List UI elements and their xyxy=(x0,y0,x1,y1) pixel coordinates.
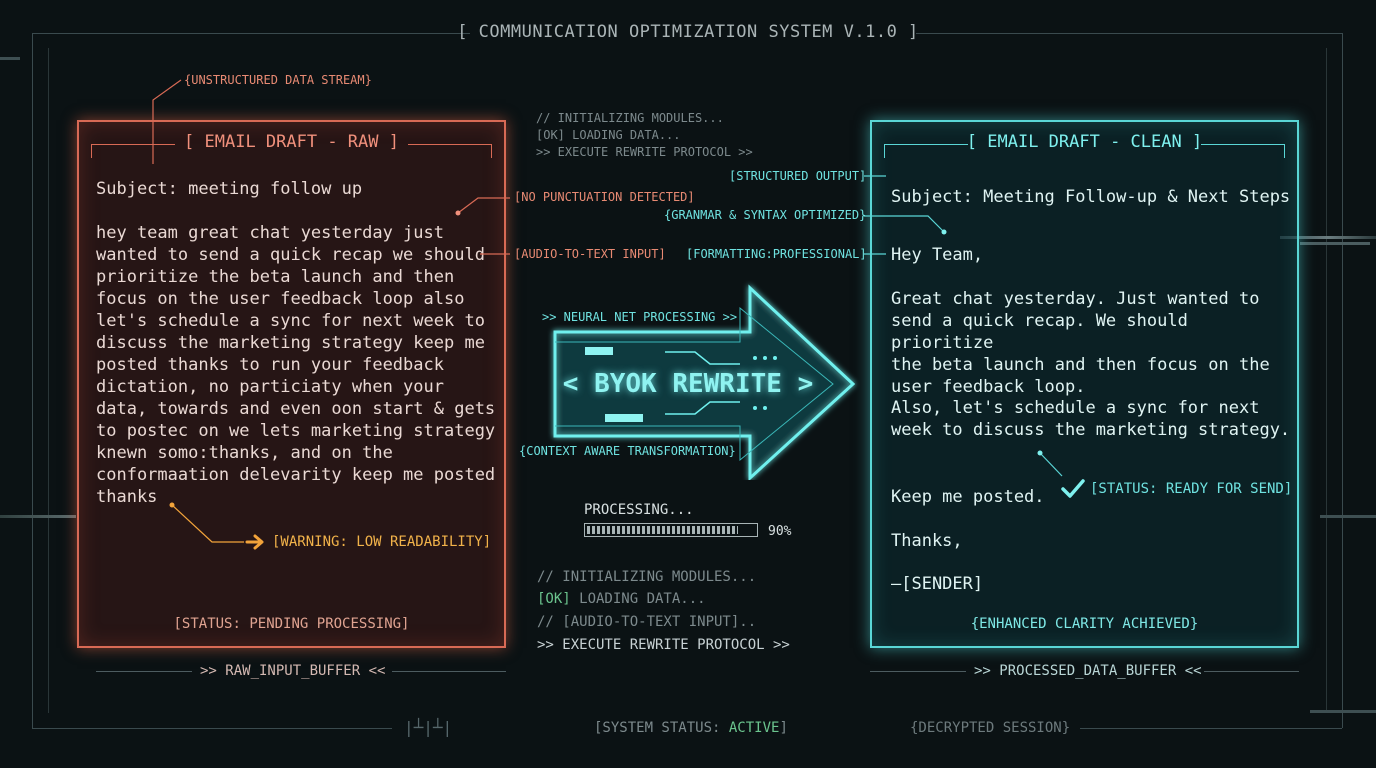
glitch-bar xyxy=(1280,236,1376,239)
raw-email-panel: [ EMAIL DRAFT - RAW ] Subject: meeting f… xyxy=(77,120,506,648)
raw-email-body: hey team great chat yesterday just wante… xyxy=(96,223,496,507)
clean-status: {ENHANCED CLARITY ACHIEVED} xyxy=(970,616,1199,632)
clean-email-subject: Subject: Meeting Follow-up & Next Steps xyxy=(891,187,1291,207)
context-aware-tag: {CONTEXT AWARE TRANSFORMATION} xyxy=(519,444,736,458)
glitch-bar xyxy=(1310,710,1376,713)
frame-inner-left xyxy=(48,48,49,713)
log-line: // [AUDIO-TO-TEXT INPUT].. xyxy=(537,614,757,630)
raw-status: [STATUS: PENDING PROCESSING] xyxy=(173,616,410,632)
glitch-bar xyxy=(0,57,20,60)
progress-percent: 90% xyxy=(768,524,792,539)
warning-tag: [WARNING: LOW READABILITY] xyxy=(272,534,492,550)
formatting-tag: [FORMATTING:PROFESSIONAL] xyxy=(686,247,867,261)
title-rule-tick xyxy=(1284,144,1285,158)
page-title: [ COMMUNICATION OPTIMIZATION SYSTEM V.1.… xyxy=(457,22,919,42)
raw-buffer-label: >> RAW_INPUT_BUFFER << xyxy=(200,663,386,679)
clean-panel-title: [ EMAIL DRAFT - CLEAN ] xyxy=(966,132,1203,152)
frame-top-right xyxy=(916,33,1342,34)
frame-bottom-right xyxy=(1080,728,1342,729)
raw-buffer-rule xyxy=(96,671,192,672)
processing-label: PROCESSING... xyxy=(584,502,694,518)
glitch-bar xyxy=(1320,515,1376,518)
clean-email-greeting: Hey Team, xyxy=(891,245,984,265)
title-rule-left xyxy=(884,144,968,145)
audio-input-tag: [AUDIO-TO-TEXT INPUT] xyxy=(514,247,666,261)
log-line: >> EXECUTE REWRITE PROTOCOL >> xyxy=(536,145,753,159)
neural-net-tag: >> NEURAL NET PROCESSING >> xyxy=(542,310,738,324)
system-status-value: ACTIVE xyxy=(728,720,780,736)
title-rule-right xyxy=(408,144,492,145)
log-line: [OK] LOADING DATA... xyxy=(537,591,706,607)
byok-rewrite-label: < BYOK REWRITE > xyxy=(562,369,814,399)
log-text: LOADING DATA... xyxy=(570,591,706,607)
frame-top-left xyxy=(32,33,470,34)
log-line: // INITIALIZING MODULES... xyxy=(536,111,724,125)
log-line: [OK] LOADING DATA... xyxy=(536,128,681,142)
ready-status: [STATUS: READY FOR SEND] xyxy=(1090,481,1293,497)
glitch-bar xyxy=(1300,242,1370,245)
rewrite-arrow xyxy=(553,284,856,480)
clean-email-paragraph: Great chat yesterday. Just wanted to sen… xyxy=(891,289,1270,397)
clean-email-sender: —[SENDER] xyxy=(891,574,984,594)
arrow-right-icon xyxy=(245,534,264,550)
checkmark-icon xyxy=(1061,479,1085,498)
clean-email-paragraph: Keep me posted. xyxy=(891,487,1045,507)
system-status-suffix: ] xyxy=(779,720,788,736)
clean-email-paragraph: Also, let's schedule a sync for next wee… xyxy=(891,398,1291,440)
frame-bottom-left xyxy=(32,728,392,729)
clean-buffer-label: >> PROCESSED_DATA_BUFFER << xyxy=(974,663,1202,679)
no-punctuation-tag: [NO PUNCTUATION DETECTED] xyxy=(514,190,695,204)
progress-bar xyxy=(584,523,758,537)
raw-buffer-rule xyxy=(392,671,506,672)
title-rule-left xyxy=(91,144,175,145)
system-status: [SYSTEM STATUS: ACTIVE] xyxy=(594,720,788,736)
grammar-tag: {GRANMAR & SYNTAX OPTIMIZED} xyxy=(664,208,867,222)
log-line: // INITIALIZING MODULES... xyxy=(537,569,757,585)
glitch-bar xyxy=(0,515,76,518)
title-rule-right xyxy=(1201,144,1285,145)
title-rule-tick xyxy=(884,144,885,158)
frame-inner-right xyxy=(1326,48,1327,713)
clean-buffer-rule xyxy=(1204,671,1299,672)
clean-email-signoff: Thanks, xyxy=(891,531,963,551)
raw-panel-title: [ EMAIL DRAFT - RAW ] xyxy=(184,132,399,152)
progress-fill xyxy=(587,526,738,534)
clean-buffer-rule xyxy=(870,671,966,672)
clean-email-panel: [ EMAIL DRAFT - CLEAN ] Subject: Meeting… xyxy=(870,120,1299,648)
ok-badge: [OK] xyxy=(537,591,571,607)
title-rule-tick xyxy=(491,144,492,158)
session-label: {DECRYPTED SESSION} xyxy=(910,720,1071,736)
raw-email-subject: Subject: meeting follow up xyxy=(96,179,363,199)
unstructured-tag: {UNSTRUCTURED DATA STREAM} xyxy=(184,73,372,87)
log-line: >> EXECUTE REWRITE PROTOCOL >> xyxy=(537,637,790,653)
frame-left xyxy=(32,33,33,728)
frame-right xyxy=(1342,33,1343,728)
system-status-prefix: [SYSTEM STATUS: xyxy=(594,720,729,736)
structured-output-tag: [STRUCTURED OUTPUT] xyxy=(729,169,867,183)
footer-glyph: |┴|┴| xyxy=(404,718,453,737)
title-rule-tick xyxy=(91,144,92,158)
